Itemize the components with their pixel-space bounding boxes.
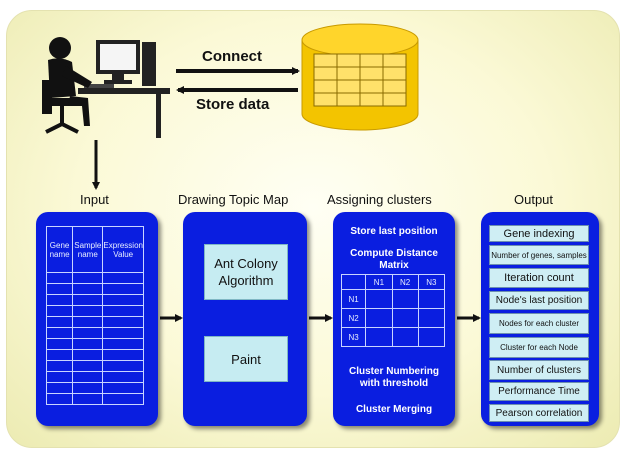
user-at-computer-icon	[42, 37, 170, 138]
table-row	[45, 360, 144, 372]
matrix-col-n2: N2	[391, 274, 419, 290]
input-table: Gene name Sample name Expression Value	[45, 226, 144, 405]
assigning-clusters-title: Assigning clusters	[327, 192, 432, 207]
table-row	[45, 272, 144, 284]
matrix-col-n3: N3	[417, 274, 446, 290]
table-row	[45, 316, 144, 328]
matrix-col-n1: N1	[365, 274, 393, 290]
table-row	[45, 393, 144, 405]
header-gene-name: Gene name	[45, 226, 74, 273]
connect-label: Connect	[202, 48, 262, 65]
compute-distance-matrix-label: Compute Distance Matrix	[350, 248, 438, 271]
table-row	[45, 371, 144, 383]
header-expression-value: Expression Value	[102, 226, 144, 273]
output-pearson-correlation: Pearson correlation	[489, 404, 589, 422]
store-data-label: Store data	[196, 96, 270, 113]
output-iteration-count: Iteration count	[489, 268, 589, 288]
table-row	[45, 305, 144, 317]
store-last-position-label: Store last position	[350, 226, 438, 237]
output-performance-time: Performance Time	[489, 382, 589, 401]
table-row	[45, 327, 144, 339]
output-nodes-for-each-cluster: Nodes for each cluster	[489, 313, 589, 334]
table-row	[45, 338, 144, 350]
output-gene-indexing: Gene indexing	[489, 225, 589, 242]
output-title: Output	[514, 192, 554, 207]
matrix-row-n1: N1	[340, 289, 367, 309]
ant-colony-algorithm-box: Ant Colony Algorithm	[204, 244, 288, 300]
cluster-numbering-label: Cluster Numbering with threshold	[348, 366, 439, 389]
database-cylinder-icon	[301, 23, 419, 131]
header-sample-name: Sample name	[72, 226, 104, 273]
distance-matrix: N1 N2 N3 N1 N2 N3	[340, 274, 446, 347]
matrix-row-n3: N3	[340, 327, 367, 347]
table-row	[45, 382, 144, 394]
output-cluster-for-each-node: Cluster for each Node	[489, 337, 589, 358]
output-nodes-last-position: Node's last position	[489, 291, 589, 310]
paint-box: Paint	[204, 336, 288, 382]
cluster-merging-label: Cluster Merging	[355, 404, 433, 415]
table-row	[45, 294, 144, 306]
output-number-of-clusters: Number of clusters	[489, 360, 589, 380]
table-row	[45, 283, 144, 295]
drawing-topic-map-title: Drawing Topic Map	[178, 192, 289, 207]
table-row	[45, 349, 144, 361]
output-number-of-genes-samples: Number of genes, samples	[489, 245, 589, 265]
input-title: Input	[80, 192, 109, 207]
matrix-row-n2: N2	[340, 308, 367, 328]
